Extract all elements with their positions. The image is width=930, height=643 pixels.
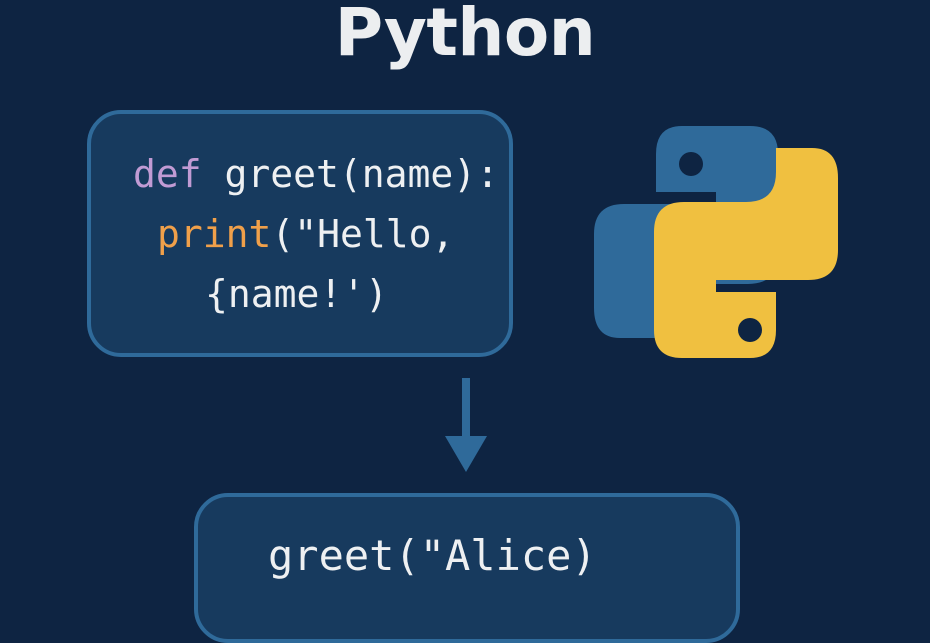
page-title: Python xyxy=(334,0,596,71)
def-keyword: def xyxy=(133,152,202,196)
code-text: ("Hello, xyxy=(271,212,455,256)
code-line-3: {name!') xyxy=(205,272,388,316)
function-call-text: greet("Alice) xyxy=(268,531,597,580)
code-text: {name!') xyxy=(205,272,389,316)
arrow-down-icon xyxy=(445,378,487,472)
function-definition-code-box: def greet(name): print("Hello, {name!') xyxy=(87,110,513,357)
code-text: greet(name): xyxy=(201,152,500,196)
function-call-code-box: greet("Alice) xyxy=(194,493,740,643)
print-keyword: print xyxy=(157,212,272,256)
python-logo-icon xyxy=(594,126,838,358)
code-line-1: def greet(name): xyxy=(133,152,499,196)
code-line-2: print("Hello, xyxy=(157,212,454,256)
